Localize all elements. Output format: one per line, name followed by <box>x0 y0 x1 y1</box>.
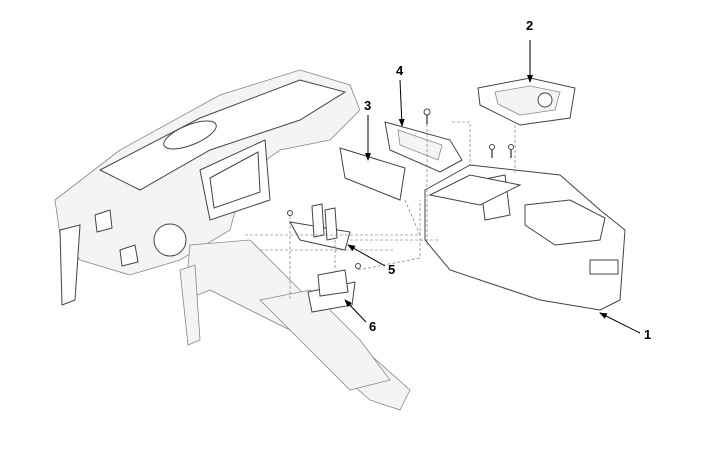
dashboard-panel <box>54 69 361 306</box>
callout-2: 2 <box>526 18 534 33</box>
rear-bracket <box>307 269 356 313</box>
leader-1 <box>599 312 641 334</box>
callout-1: 1 <box>644 327 652 342</box>
callout-3: 3 <box>364 98 372 113</box>
side-panel <box>339 147 406 201</box>
assembly-guide-lines <box>245 121 516 300</box>
callout-5: 5 <box>388 262 396 277</box>
leader-4 <box>398 79 405 127</box>
leader-6 <box>344 299 367 323</box>
console-assembly <box>424 164 626 311</box>
leader-5 <box>347 244 386 267</box>
callout-4: 4 <box>396 63 404 78</box>
screws <box>287 108 514 269</box>
callout-6: 6 <box>369 319 377 334</box>
console-side-trim <box>384 121 463 173</box>
floor-crossmember <box>179 239 411 411</box>
front-bracket <box>289 203 351 251</box>
console-upper-cover <box>477 77 576 126</box>
